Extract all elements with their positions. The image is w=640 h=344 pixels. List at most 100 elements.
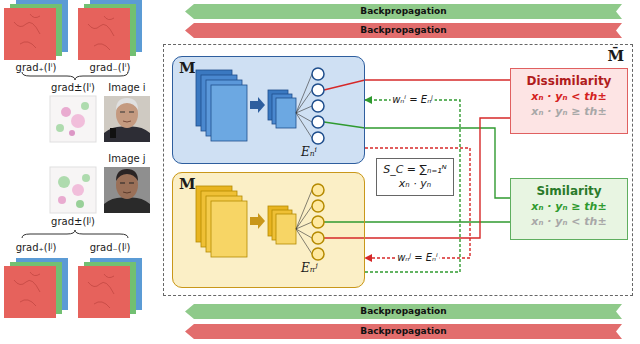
gradient-map — [81, 102, 89, 110]
gradient-map — [69, 130, 75, 136]
image-label: grad₋(Iʲ) — [90, 242, 131, 254]
connector — [365, 128, 510, 198]
face-photo — [123, 121, 131, 122]
gradient-map — [82, 174, 90, 182]
neuron — [312, 132, 324, 144]
feature-maps — [250, 97, 265, 113]
feature-maps — [276, 98, 296, 128]
neuron — [312, 232, 324, 244]
edge-label: wₙʲ = Eₙⁱ — [395, 252, 440, 264]
face-photo — [116, 98, 138, 110]
image-label: Image i — [108, 82, 145, 94]
face-photo — [104, 198, 150, 213]
gradient-stack — [4, 258, 68, 318]
image-label: grad₊(Iʲ) — [16, 242, 57, 254]
condition-formula: xₙ · yₙ < th± — [515, 89, 623, 104]
condition-title: Similarity — [515, 183, 623, 199]
gradient-stack — [4, 8, 56, 60]
feature-maps — [250, 213, 265, 229]
condition-formula: xₙ · yₙ ≥ th± — [515, 104, 623, 119]
model-symbol: M̄ — [607, 47, 624, 65]
backprop-band: Backpropagation — [185, 304, 622, 319]
gradient-stack — [4, 0, 68, 60]
output-lead — [324, 80, 365, 90]
score-formula: S_C = ∑ₙ₌₁ᴺ xₙ · yₙ — [380, 163, 450, 191]
neuron — [312, 184, 324, 196]
connector — [365, 79, 510, 80]
backprop-band: Backpropagation — [185, 4, 622, 19]
output-lead — [324, 237, 365, 238]
band-arrow — [185, 23, 622, 38]
image-label: grad₊(Iⁱ) — [16, 62, 57, 74]
face-photo — [123, 192, 131, 193]
embedding-label: Eₙʲ — [301, 261, 318, 275]
condition-formula: xₙ · yₙ ≥ th± — [515, 199, 623, 214]
neuron — [312, 248, 324, 260]
image-label: grad±(Iʲ) — [51, 216, 95, 228]
model-symbol: M — [179, 175, 196, 193]
gradient-stack — [14, 272, 40, 306]
gradient-stack — [78, 0, 142, 60]
neuron — [312, 200, 324, 212]
neuron — [312, 84, 324, 96]
face-photo — [120, 111, 134, 112]
similarity-box: Similarityxₙ · yₙ ≥ th±xₙ · yₙ < th± — [510, 178, 628, 240]
gradient-stack — [78, 8, 130, 60]
gradient-map — [50, 96, 96, 213]
gradient-map — [50, 96, 96, 142]
gradient-map — [58, 176, 70, 188]
face-photo — [104, 167, 150, 213]
edge-label: wₙⁱ = Eₙʲ — [390, 94, 435, 106]
feature-maps — [196, 186, 296, 257]
gradient-map — [71, 114, 85, 128]
connector — [365, 100, 460, 272]
face-photo — [116, 169, 138, 181]
embedding-label: Eₙⁱ — [301, 145, 317, 159]
band-arrow — [185, 324, 622, 339]
face-photo — [120, 182, 134, 183]
gradient-map — [56, 124, 64, 132]
gradient-stack — [4, 266, 56, 318]
network-panel — [172, 56, 365, 288]
face-photo — [104, 167, 150, 213]
output-lead — [324, 80, 365, 238]
band-arrow — [185, 4, 622, 19]
network-box: M Eₙʲ — [172, 172, 365, 288]
dense-links — [296, 190, 312, 254]
output-lead — [324, 122, 365, 128]
gradient-map — [72, 184, 84, 196]
dense-links — [296, 74, 312, 254]
band-arrow — [185, 304, 622, 319]
condition-formula: xₙ · yₙ < th± — [515, 214, 623, 229]
gradient-stack — [88, 274, 114, 308]
band-label: Backpropagation — [185, 324, 622, 339]
connector — [365, 148, 470, 258]
feature-maps — [211, 85, 247, 141]
image-label: Image j — [108, 153, 145, 165]
network-box: M Eₙⁱ — [172, 56, 365, 164]
feature-maps — [196, 70, 296, 141]
face-photo — [104, 96, 150, 142]
gradient-map — [58, 196, 66, 204]
model-symbol: M — [179, 59, 196, 77]
gradient-map — [61, 107, 71, 117]
band-label: Backpropagation — [185, 4, 622, 19]
feature-maps — [211, 201, 247, 257]
gradient-map — [50, 167, 96, 213]
network-panel — [172, 56, 365, 164]
brace — [22, 72, 128, 80]
gradient-stack — [78, 258, 142, 318]
band-label: Backpropagation — [185, 304, 622, 319]
dense-links — [296, 74, 312, 138]
network-panel — [172, 172, 365, 288]
face-photo — [110, 128, 116, 138]
gradient-stack — [14, 14, 40, 48]
neuron — [312, 216, 324, 228]
connector — [365, 118, 510, 238]
neuron — [312, 68, 324, 260]
connector — [365, 221, 510, 222]
brace — [22, 230, 128, 238]
image-label: grad±(Iⁱ) — [51, 82, 95, 94]
condition-title: Dissimilarity — [515, 73, 623, 89]
